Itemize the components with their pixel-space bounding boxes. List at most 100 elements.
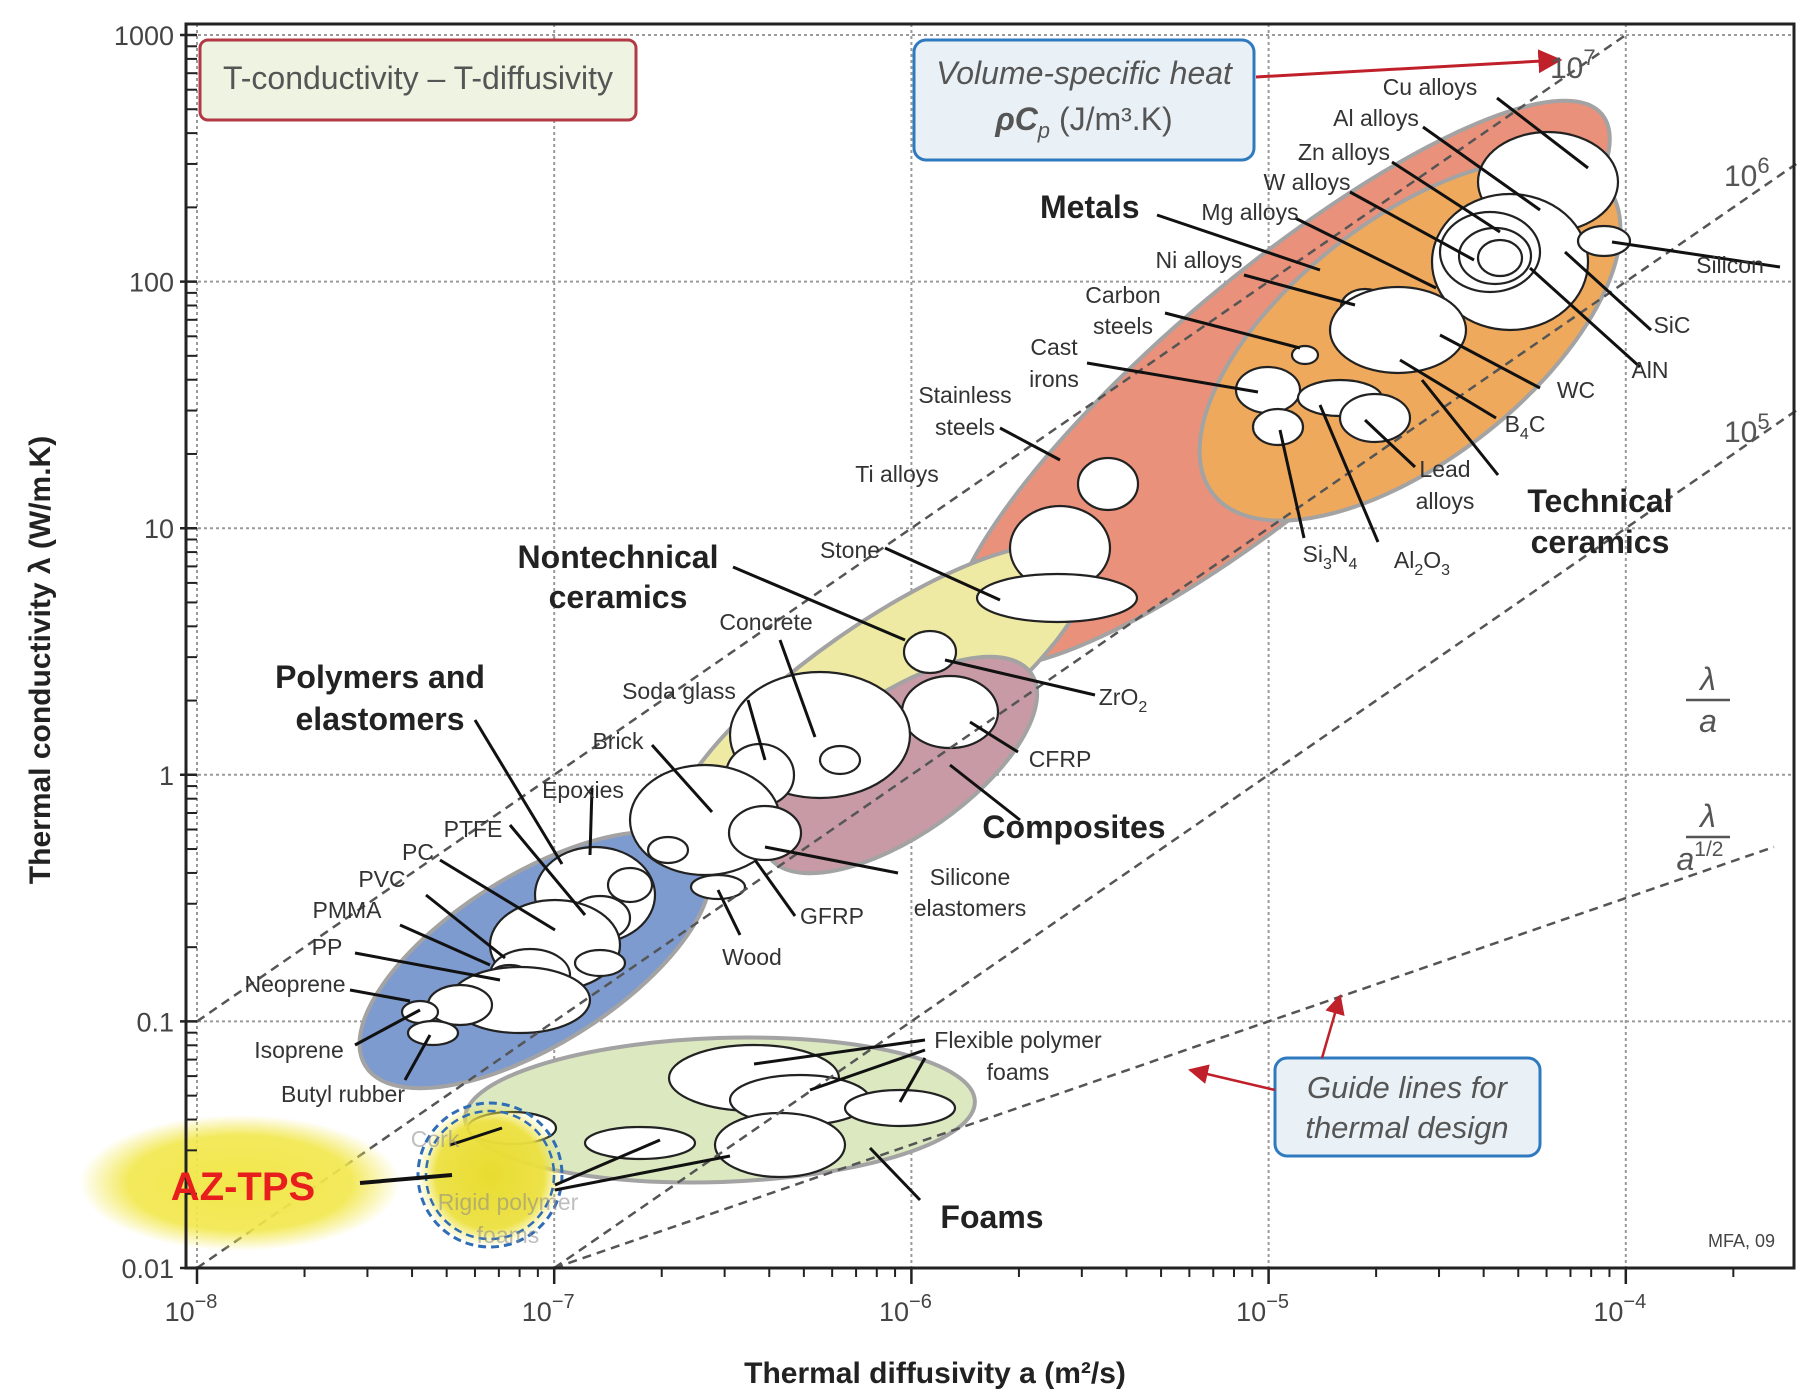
- bubble-pe: [573, 948, 627, 978]
- bubble-wood: [689, 873, 747, 901]
- guide-arrow-1: [1188, 1064, 1276, 1092]
- bubble-silicone: [646, 835, 690, 865]
- label-zro2: ZrO2: [1099, 684, 1148, 716]
- label-wood: Wood: [722, 944, 782, 970]
- title-box: [198, 38, 638, 122]
- bubble-rigidfoam-b: [583, 1125, 697, 1161]
- y-tick-label: 0.1: [136, 1007, 174, 1037]
- label-al2o3: Al2O3: [1394, 547, 1450, 579]
- bubble-si3n4: [1251, 407, 1305, 447]
- guide-label-1e7: 107: [1550, 45, 1596, 85]
- credit: MFA, 09: [1708, 1231, 1775, 1251]
- label-silicone-1: Silicone: [930, 864, 1011, 890]
- y-tick-label: 0.01: [121, 1254, 174, 1284]
- label-lead-2: alloys: [1416, 488, 1475, 514]
- bubble-stone: [975, 572, 1139, 624]
- guide-label-1e6: 106: [1724, 153, 1770, 193]
- label-cast-2: irons: [1029, 366, 1079, 392]
- az-tps-region: [418, 1103, 562, 1247]
- az-tps-label: AZ-TPS: [171, 1165, 315, 1209]
- material-labels: Cu alloys Al alloys Zn alloys W alloys M…: [244, 74, 1763, 1248]
- bubble-ptfe: [606, 866, 654, 904]
- guide-arrow-2: [1320, 994, 1345, 1059]
- label-zn-alloys: Zn alloys: [1298, 139, 1390, 165]
- label-neoprene: Neoprene: [244, 971, 345, 997]
- x-axis-label: Thermal diffusivity a (m²/s): [744, 1357, 1126, 1390]
- heat-arrow: [1255, 49, 1563, 79]
- label-polymers-1: Polymers and: [275, 659, 485, 695]
- label-pvc: PVC: [358, 866, 405, 892]
- title-box-text: T-conductivity – T-diffusivity: [223, 60, 613, 96]
- bubble-ti-alloys: [1076, 456, 1140, 512]
- label-cu-alloys: Cu alloys: [1383, 74, 1478, 100]
- label-silicone-2: elastomers: [914, 895, 1026, 921]
- bubble-lead-alloys: [1338, 392, 1412, 444]
- bubble-cfrp: [900, 674, 1000, 750]
- guide-eq-1-den: a: [1699, 703, 1717, 739]
- y-tick-label: 1: [159, 761, 174, 791]
- bubble-small-ring: [818, 744, 862, 776]
- label-ni-alloys: Ni alloys: [1156, 247, 1243, 273]
- label-brick: Brick: [592, 728, 644, 754]
- label-pc: PC: [402, 839, 434, 865]
- guide-label-1e5: 105: [1724, 409, 1770, 449]
- label-cork: Cork: [411, 1126, 460, 1152]
- guide-eq-2-den: a1/2: [1677, 838, 1724, 877]
- label-ptfe: PTFE: [444, 816, 503, 842]
- heat-box-line2: ρCp (J/m³.K): [994, 101, 1172, 143]
- plot-frame: [184, 22, 1796, 1270]
- label-si3n4: Si3N4: [1303, 541, 1358, 573]
- bubble-zro2: [902, 629, 958, 675]
- y-tick-label: 1000: [114, 21, 174, 51]
- label-metals: Metals: [1040, 189, 1140, 225]
- label-al-alloys: Al alloys: [1333, 105, 1419, 131]
- bubble-silicon: [1576, 224, 1632, 258]
- guide-line: [553, 409, 1797, 1270]
- az-tps-pointer: [359, 1173, 453, 1185]
- label-flexfoam-1: Flexible polymer: [934, 1027, 1102, 1053]
- guide-line: [196, 162, 1797, 1270]
- heat-box: [912, 38, 1256, 162]
- label-isoprene: Isoprene: [254, 1037, 344, 1063]
- label-mg-alloys: Mg alloys: [1201, 199, 1298, 225]
- az-tps-ring-inner: [424, 1109, 556, 1241]
- y-tick-label: 10: [144, 514, 174, 544]
- label-lead-1: Lead: [1419, 456, 1470, 482]
- az-tps-highlight: [80, 1101, 564, 1251]
- label-technical-1: Technical: [1527, 483, 1672, 519]
- label-concrete: Concrete: [719, 609, 812, 635]
- x-tick-label: 10−7: [522, 1291, 575, 1327]
- label-cfrp: CFRP: [1029, 746, 1092, 772]
- label-carbon-2: steels: [1093, 313, 1153, 339]
- label-w-alloys: W alloys: [1264, 169, 1351, 195]
- family-labels: Metals Technical ceramics Nontechnical c…: [275, 189, 1673, 1235]
- label-foams: Foams: [940, 1199, 1043, 1235]
- bubble-mg-alloys: [1476, 238, 1524, 278]
- bubble-carbon-steels: [1328, 285, 1468, 375]
- bubble-wc: [1290, 344, 1320, 366]
- label-rigid-2: foams: [477, 1222, 540, 1248]
- label-aln: AlN: [1631, 357, 1668, 383]
- guide-box-line1: Guide lines for: [1307, 1070, 1509, 1105]
- guide-eq-lambda-over-a: λ a: [1686, 661, 1730, 739]
- label-ti-alloys: Ti alloys: [855, 461, 939, 487]
- label-nontechnical-2: ceramics: [549, 579, 688, 615]
- label-b4c: B4C: [1505, 411, 1546, 443]
- label-pp: PP: [312, 934, 343, 960]
- label-composites: Composites: [982, 809, 1165, 845]
- label-epoxies: Epoxies: [542, 777, 624, 803]
- label-technical-2: ceramics: [1531, 524, 1670, 560]
- guide-box: [1273, 1056, 1542, 1158]
- x-tick-label: 10−4: [1593, 1291, 1646, 1327]
- guide-line-sqrt: [553, 845, 1775, 1270]
- guide-eq-1-num: λ: [1698, 661, 1716, 697]
- heat-box-line1: Volume-specific heat: [936, 55, 1233, 91]
- label-butyl: Butyl rubber: [281, 1081, 405, 1107]
- bubble-gfrp: [727, 804, 803, 862]
- az-tps-ring-outer: [416, 1101, 564, 1249]
- label-sic: SiC: [1653, 312, 1690, 338]
- label-pmma: PMMA: [313, 897, 383, 923]
- bubble-butyl: [406, 1019, 460, 1047]
